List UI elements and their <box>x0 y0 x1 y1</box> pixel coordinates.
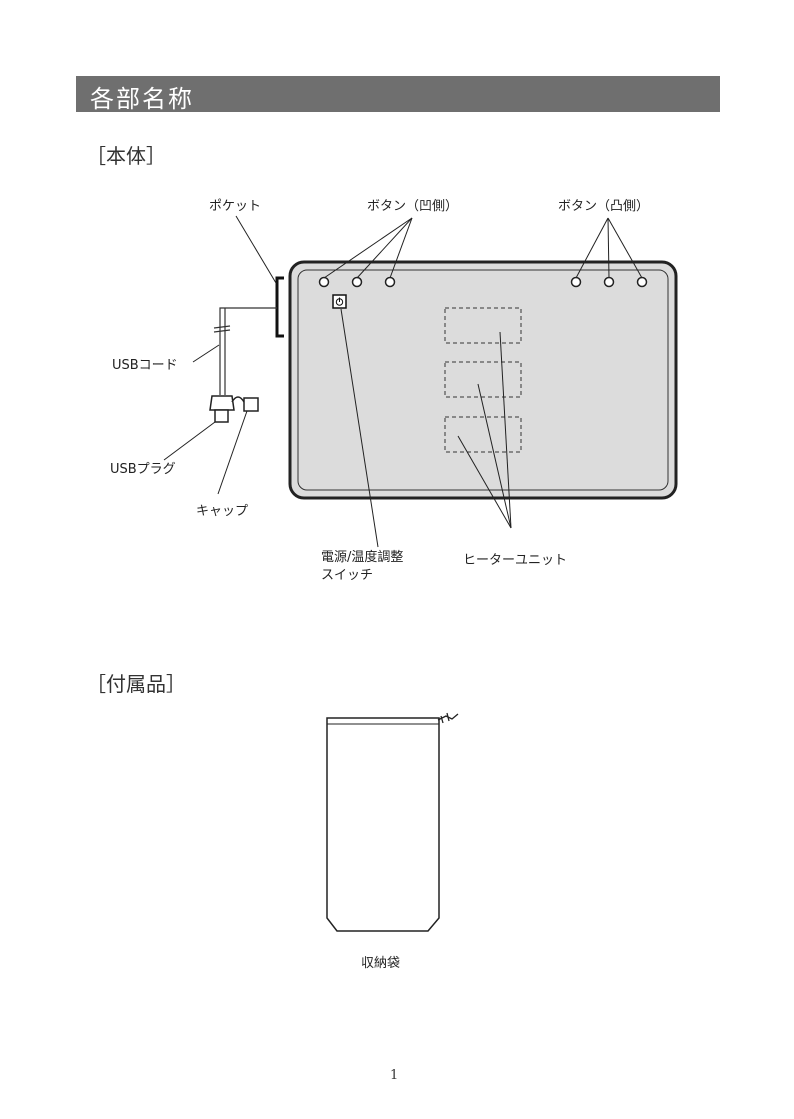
usb-plug-icon <box>210 396 234 422</box>
page-number: 1 <box>390 1068 398 1083</box>
label-button-concave: ボタン（凹側） <box>367 195 458 214</box>
usb-cord <box>214 308 277 395</box>
cap-icon <box>232 397 258 411</box>
label-cap: キャップ <box>196 500 248 519</box>
label-usb-plug: USBプラグ <box>110 458 176 477</box>
label-power-switch: 電源/温度調整 スイッチ <box>321 549 403 585</box>
heater-pad-body <box>290 262 676 498</box>
drawstring-cord-icon <box>438 713 458 723</box>
pocket-bracket <box>277 278 284 336</box>
label-power-switch-line1: 電源/温度調整 <box>321 549 403 567</box>
label-storage-bag: 収納袋 <box>361 952 400 971</box>
label-pocket: ポケット <box>209 195 261 214</box>
storage-bag-icon <box>327 718 439 931</box>
label-heater-unit: ヒーターユニット <box>463 549 567 568</box>
power-switch-icon <box>333 295 346 308</box>
label-button-convex: ボタン（凸側） <box>558 195 649 214</box>
label-usb-cord: USBコード <box>112 354 178 373</box>
label-power-switch-line2: スイッチ <box>321 567 403 585</box>
